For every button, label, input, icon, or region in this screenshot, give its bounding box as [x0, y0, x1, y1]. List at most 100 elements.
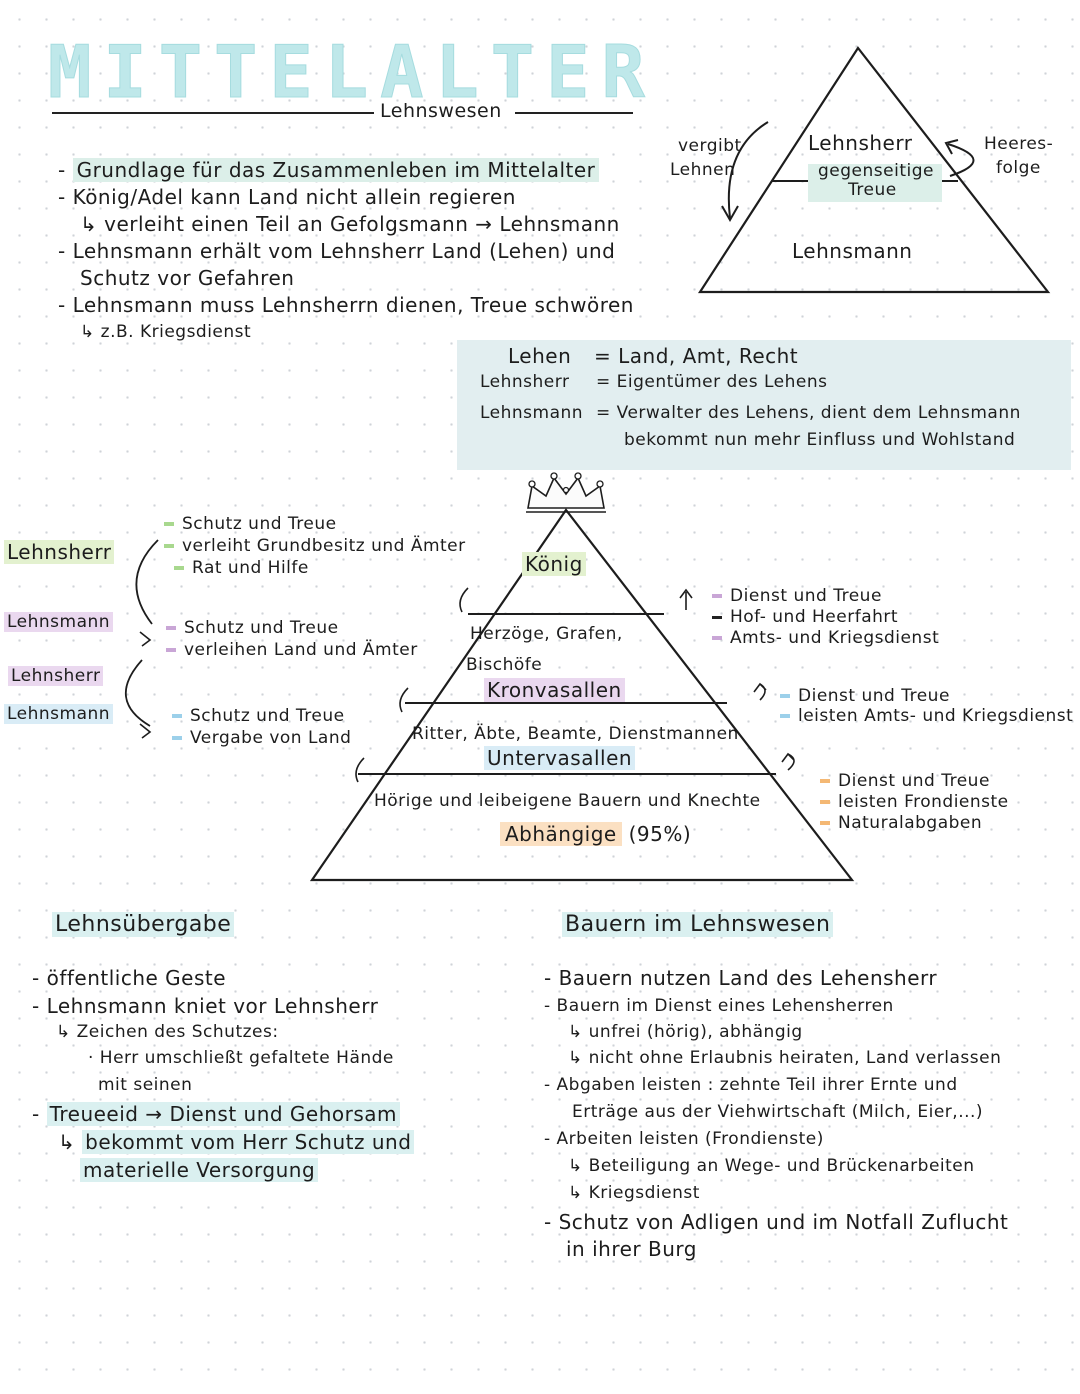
arrow-head: [139, 723, 152, 739]
list-item: ↳ verleiht einen Teil an Gefolgsmann → L…: [80, 212, 620, 236]
duty-text: Schutz und Treue: [190, 706, 345, 726]
list-item: Schutz und Treue: [172, 706, 345, 726]
brace-2: [125, 659, 151, 727]
list-item: - König/Adel kann Land nicht allein regi…: [58, 185, 516, 209]
arrow-icon: →: [138, 1102, 170, 1126]
item-text: Dienst und Gehorsam: [169, 1102, 398, 1126]
role-1: Lehnsherr: [4, 540, 115, 564]
heading-text: Bauern im Lehnswesen: [562, 912, 834, 937]
bullet-icon: [164, 522, 174, 526]
def-text-3: = Verwalter des Lehens, dient dem Lehnsm…: [596, 403, 1021, 423]
list-item: ↳ unfrei (hörig), abhängig: [568, 1022, 803, 1042]
triangle-right-b: folge: [996, 158, 1041, 178]
intro-l1: Grundlage für das Zusammenleben im Mitte…: [72, 158, 600, 182]
lehnsuebergabe-l5: mit seinen: [98, 1075, 193, 1095]
arrow-head: [721, 205, 739, 223]
bauern-l11: in ihrer Burg: [566, 1237, 697, 1261]
level1-label: König: [522, 552, 586, 576]
def-text-1: = Land, Amt, Recht: [594, 344, 799, 368]
section-heading-lehnsuebergabe: Lehnsübergabe: [52, 912, 235, 937]
duty-text: leisten Amts- und Kriegsdienst: [798, 706, 1074, 726]
bullet-icon: [166, 648, 176, 652]
brace-1: [135, 539, 159, 625]
sub-arrow-icon: ↳: [568, 1048, 589, 1068]
bullet-icon: [820, 800, 830, 804]
item-text: nicht ohne Erlaubnis heiraten, Land verl…: [588, 1048, 1002, 1068]
subtitle: Lehnswesen: [380, 100, 502, 122]
item-text: Lehnsmann kniet vor Lehnsherr: [46, 994, 379, 1018]
bullet-icon: [174, 566, 184, 570]
up-arrow-3: [781, 752, 795, 771]
heeresfolge-arrow: [947, 143, 975, 177]
triangle-left-b: Lehnen: [670, 160, 736, 180]
intro-l3: verleiht einen Teil an Gefolgsmann: [104, 212, 469, 236]
sub-arrow-icon: ↳: [80, 212, 105, 236]
pyramid-level2-b: Bischöfe: [466, 655, 543, 675]
bullet-icon: [164, 544, 174, 548]
list-item: materielle Versorgung: [80, 1158, 319, 1182]
sub-arrow-icon: ↳: [80, 322, 101, 342]
list-item: - Lehnsmann muss Lehnsherrn dienen, Treu…: [58, 293, 634, 317]
level3-label: Untervasallen: [484, 746, 636, 770]
down-arrow-1: [459, 587, 469, 613]
list-item: Vergabe von Land: [172, 728, 351, 748]
role-label: Lehnsherr: [4, 540, 115, 564]
list-item: Rat und Hilfe: [174, 558, 309, 578]
pyramid-level2-a: Herzöge, Grafen,: [470, 624, 623, 644]
duty-text: verleiht Grundbesitz und Ämter: [182, 536, 466, 556]
bullet-icon: [166, 626, 176, 630]
triangle-top: Lehnsherr: [808, 131, 913, 155]
duty-text: Rat und Hilfe: [192, 558, 309, 578]
list-item: - Abgaben leisten : zehnte Teil ihrer Er…: [544, 1075, 958, 1095]
list-item: - Arbeiten leisten (Frondienste): [544, 1129, 824, 1149]
duty-text: Schutz und Treue: [184, 618, 339, 638]
list-item: Dienst und Treue: [780, 686, 950, 706]
list-item: Schutz und Treue: [166, 618, 339, 638]
list-item: ↳ Beteiligung an Wege- und Brückenarbeit…: [568, 1156, 975, 1176]
duty-text: verleihen Land und Ämter: [184, 640, 418, 660]
pyramid-level2-c: Kronvasallen: [484, 678, 625, 702]
item-text: unfrei (hörig), abhängig: [588, 1022, 803, 1042]
triangle-right-a: Heeres-: [984, 134, 1054, 154]
triangle-middle-a: gegenseitige: [818, 161, 934, 181]
triangle-left-a: vergibt: [678, 136, 742, 156]
item-text: Kriegsdienst: [588, 1183, 700, 1203]
arrow-head: [944, 139, 959, 155]
lehnswesen-triangle: [697, 46, 1051, 294]
duty-text: Amts- und Kriegsdienst: [730, 628, 940, 648]
arrow-icon: →: [468, 212, 500, 236]
bullet-icon: [712, 636, 722, 640]
bullet-icon: [780, 694, 790, 698]
duty-text: Dienst und Treue: [838, 771, 990, 791]
role-3: Lehnsherr: [8, 666, 104, 686]
item-text: Beteiligung an Wege- und Brückenarbeiten: [588, 1156, 975, 1176]
list-item: leisten Amts- und Kriegsdienst: [780, 706, 1073, 726]
level4-label: Abhängige: [500, 822, 622, 846]
definitions-box: [457, 340, 1071, 470]
society-pyramid: [309, 508, 855, 882]
duty-text: Dienst und Treue: [798, 686, 950, 706]
item-text: Treueeid: [49, 1102, 139, 1126]
pyramid-level3-a: Ritter, Äbte, Beamte, Dienstmannen: [412, 724, 739, 744]
duty-text: Vergabe von Land: [190, 728, 352, 748]
bullet-icon: [712, 594, 722, 598]
bullet-icon: [172, 714, 182, 718]
role-label: Lehnsmann: [4, 612, 114, 632]
list-item: ↳ Kriegsdienst: [568, 1183, 700, 1203]
role-label: Lehnsmann: [4, 704, 114, 724]
triangle-middle-b: Treue: [848, 180, 897, 200]
list-item: ↳ z.B. Kriegsdienst: [80, 322, 251, 342]
list-item: ↳ Zeichen des Schutzes:: [56, 1022, 279, 1042]
bullet-icon: [820, 779, 830, 783]
bullet-icon: [712, 615, 722, 619]
def-term-2: Lehnsherr: [480, 372, 570, 392]
sub-arrow-icon: ↳: [56, 1022, 77, 1042]
item-text: Bauern im Dienst eines Lehensherren: [556, 996, 894, 1016]
duty-text: Naturalabgaben: [838, 813, 983, 833]
item-text: Bauern nutzen Land des Lehensherr: [558, 966, 938, 990]
treueeid-highlight: Treueeid → Dienst und Gehorsam: [46, 1102, 401, 1126]
list-item: ↳ nicht ohne Erlaubnis heiraten, Land ve…: [568, 1048, 1001, 1068]
intro-l6: Lehnsmann muss Lehnsherrn dienen, Treue …: [72, 293, 634, 317]
list-item: Hof- und Heerfahrt: [712, 607, 898, 627]
